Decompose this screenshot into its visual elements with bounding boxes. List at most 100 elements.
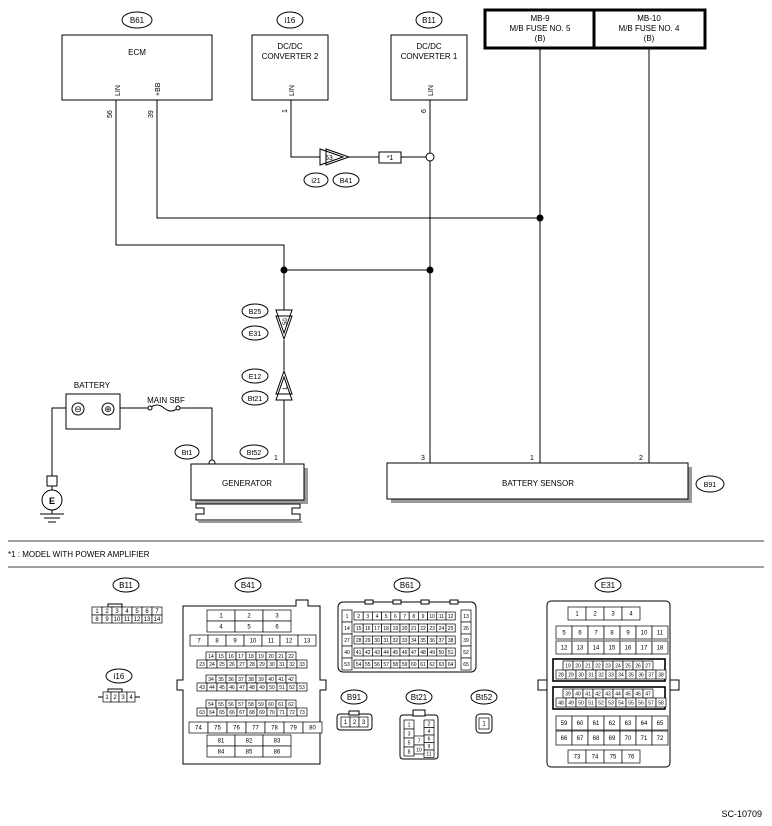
pin-number: 67: [577, 736, 584, 742]
pin-number: 31: [588, 672, 594, 678]
pin-number: 7: [155, 609, 159, 615]
pin-number: 41: [585, 691, 591, 697]
pin-number: 64: [641, 721, 648, 727]
pin-number: 62: [429, 662, 435, 668]
pin-number: 26: [463, 626, 469, 632]
pin-number: 11: [439, 614, 444, 620]
pin-number: 30: [578, 672, 584, 678]
connector-label: E31: [601, 581, 616, 590]
battery: BATTERY ⊖ ⊕ MAIN SBF: [65, 381, 185, 430]
pin-number: 57: [238, 702, 244, 708]
pin-number: 42: [288, 677, 294, 683]
pin-number: 48: [420, 650, 426, 656]
pin-number: 41: [278, 677, 284, 683]
pin-number: 2: [247, 614, 251, 620]
dcdc2-connector-label: i16: [285, 16, 296, 25]
fuse-box: MB-9 M/B FUSE NO. 5 (B) MB-10 M/B FUSE N…: [483, 8, 707, 50]
pin-number: 10: [114, 617, 121, 623]
pin-number: 1: [105, 695, 109, 701]
pin-number: 6: [145, 609, 149, 615]
pin-number: 35: [628, 672, 634, 678]
pin-number: 44: [209, 685, 215, 691]
pin-number: 18: [383, 626, 389, 632]
pin-number: 39: [258, 677, 264, 683]
pin-number: 21: [278, 654, 284, 660]
junction-1-conn-1: E12: [249, 374, 262, 381]
pin-number: 26: [229, 662, 235, 668]
pin-number: 75: [214, 726, 221, 732]
pin-number: 25: [625, 663, 631, 669]
connector-label: B41: [241, 581, 256, 590]
pin-number: 51: [279, 685, 285, 691]
dcdc2-name-2: CONVERTER 2: [262, 52, 319, 61]
pin-cell: [262, 745, 292, 758]
pin-number: 51: [588, 700, 594, 706]
pin-number: 36: [228, 677, 234, 683]
pin-number: 62: [609, 721, 616, 727]
junction-1-conn-2: Bt21: [248, 396, 263, 403]
pin-number: 38: [658, 672, 664, 678]
pin-number: 6: [394, 614, 397, 620]
pin-number: 29: [568, 672, 574, 678]
pin-number: 53: [299, 685, 305, 691]
pin-number: 26: [635, 663, 641, 669]
pin-number: 73: [574, 755, 581, 761]
pin-number: 44: [615, 691, 621, 697]
pin-number: 45: [625, 691, 631, 697]
pin-number: 15: [356, 626, 362, 632]
pin-number: 8: [215, 639, 219, 645]
pin-number: 60: [411, 662, 417, 668]
pin-number: 69: [609, 736, 616, 742]
dcdc1-name-2: CONVERTER 1: [401, 52, 458, 61]
junction-50: 50 B25 E31: [241, 303, 293, 341]
pin-number: 59: [561, 721, 568, 727]
pin-number: 29: [365, 638, 371, 644]
pin-number: 4: [219, 625, 223, 631]
fuse5-line2: M/B FUSE NO. 5: [510, 24, 571, 33]
pin-number: 54: [208, 702, 214, 708]
pin-number: 74: [592, 755, 599, 761]
pin-number: 56: [374, 662, 380, 668]
pin-number: 55: [218, 702, 224, 708]
dcdc-converter-2: i16 DC/DC CONVERTER 2 LIN 1: [251, 11, 329, 113]
pin-number: 11: [657, 631, 664, 637]
pin-number: 83: [274, 739, 281, 745]
pin-number: 14: [154, 617, 161, 623]
generator-bt1-label: Bt1: [182, 450, 193, 457]
pin-number: 55: [628, 700, 634, 706]
pin-number: 12: [134, 617, 141, 623]
pin-number: 11: [124, 617, 131, 623]
pin-number: 32: [393, 638, 399, 644]
pin-number: 63: [439, 662, 445, 668]
pin-number: 12: [286, 639, 293, 645]
pin-number: 41: [356, 650, 362, 656]
connector-label: i16: [114, 672, 125, 681]
pin-cell: [358, 716, 369, 728]
pin-number: 34: [208, 677, 214, 683]
pin-number: 71: [279, 710, 285, 716]
pin-number: 9: [233, 639, 237, 645]
pin-cell: [478, 717, 490, 730]
pin-number: 13: [577, 646, 584, 652]
pin-number: 13: [144, 617, 151, 623]
pin-number: 17: [641, 646, 648, 652]
dcdc1-lin-label: LIN: [428, 85, 435, 96]
pin-number: 16: [365, 626, 371, 632]
sensor-pin-2: 2: [639, 455, 643, 462]
pin-number: 47: [411, 650, 417, 656]
pin-number: 34: [618, 672, 624, 678]
battery-label: BATTERY: [74, 381, 111, 390]
pin-number: 2: [105, 609, 109, 615]
pin-number: 24: [209, 662, 215, 668]
sensor-connector-label: B91: [704, 482, 717, 489]
pin-cell: [445, 659, 456, 669]
pin-number: 23: [605, 663, 611, 669]
pin-number: 64: [448, 662, 454, 668]
pin-number: 22: [420, 626, 426, 632]
pin-number: 47: [239, 685, 245, 691]
pin-number: 25: [448, 626, 454, 632]
pin-number: 23: [199, 662, 205, 668]
dcdc1-name-1: DC/DC: [416, 42, 442, 51]
